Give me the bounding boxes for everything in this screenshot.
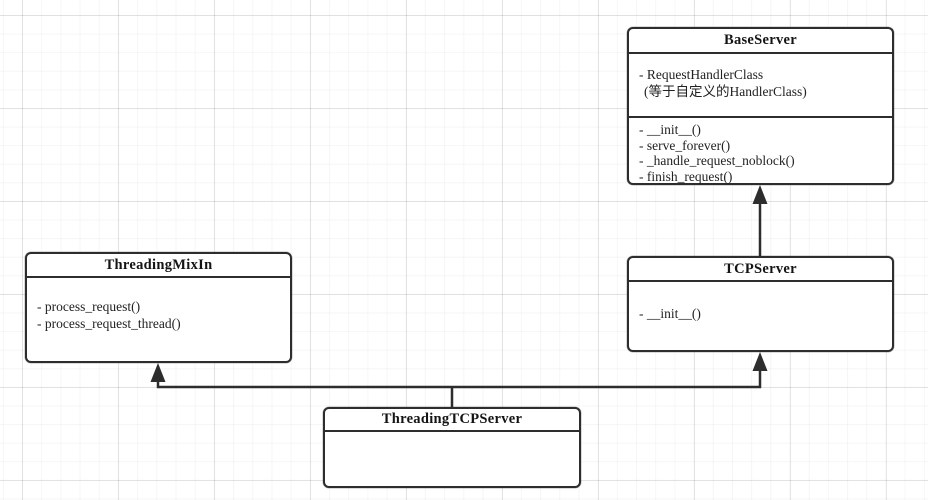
attributes-section-baseserver: - RequestHandlerClass (等于自定义的HandlerClas… <box>629 54 892 118</box>
methods-section-threadingtcpserver <box>325 432 579 485</box>
class-title-baseserver: BaseServer <box>629 29 892 54</box>
class-box-baseserver: BaseServer - RequestHandlerClass (等于自定义的… <box>627 27 894 185</box>
class-method: - process_request() <box>37 299 141 314</box>
class-attribute: - RequestHandlerClass <box>639 67 764 82</box>
class-box-threadingmixin: ThreadingMixIn - process_request() - pro… <box>25 252 292 363</box>
methods-section-threadingmixin: - process_request() - process_request_th… <box>27 278 290 332</box>
methods-section-baseserver: - __init__() - serve_forever() - _handle… <box>629 118 892 184</box>
class-method: - process_request_thread() <box>37 315 181 331</box>
methods-section-tcpserver: - __init__() <box>629 282 892 323</box>
inheritance-arrow-threadingtcpserver-to-tcpserver <box>752 352 768 388</box>
inheritance-connector-threadingtcpserver <box>157 385 761 407</box>
class-box-tcpserver: TCPServer - __init__() <box>627 256 894 352</box>
class-method: - __init__() <box>639 306 701 321</box>
inheritance-arrow-tcpserver-to-baseserver <box>752 185 768 256</box>
class-method: - _handle_request_noblock() <box>639 153 795 168</box>
class-method: - serve_forever() <box>639 137 731 153</box>
class-title-tcpserver: TCPServer <box>629 258 892 282</box>
class-attribute: (等于自定义的HandlerClass) <box>644 83 807 99</box>
inheritance-arrow-threadingtcpserver-to-threadingmixin <box>150 363 166 388</box>
class-box-threadingtcpserver: ThreadingTCPServer <box>323 407 581 488</box>
class-title-threadingtcpserver: ThreadingTCPServer <box>325 409 579 432</box>
class-method: - __init__() <box>639 122 701 137</box>
class-method: - finish_request() <box>639 168 733 184</box>
class-title-threadingmixin: ThreadingMixIn <box>27 254 290 278</box>
